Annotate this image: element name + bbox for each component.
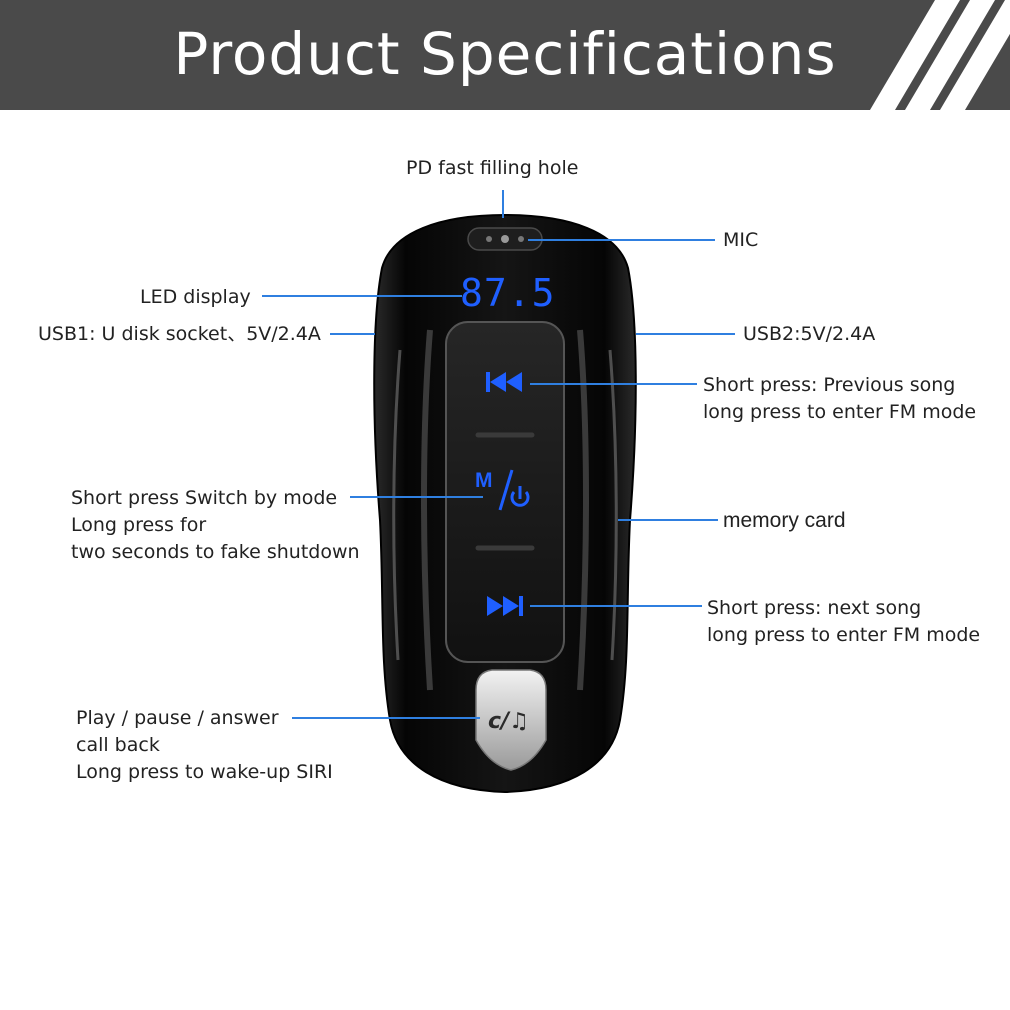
next-track-icon[interactable]: [487, 596, 523, 616]
previous-track-icon[interactable]: [486, 372, 522, 392]
header-banner: Product Specifications: [0, 0, 1010, 110]
pd-fast-filling-label: PD fast filling hole: [406, 157, 579, 179]
svg-text:M: M: [475, 469, 493, 492]
mode-switch-label: Short press Switch by mode Long press fo…: [71, 487, 360, 563]
header-stripes-decoration: [870, 0, 1010, 110]
led-display: 87.5: [460, 271, 556, 315]
memory-card-label: memory card: [723, 509, 846, 532]
led-display-label: LED display: [140, 286, 251, 308]
svg-text:c/♫: c/♫: [488, 709, 529, 734]
usb1-label: USB1: U disk socket、5V/2.4A: [38, 323, 321, 345]
page-title: Product Specifications: [173, 20, 837, 88]
play-pause-label: Play / pause / answer call back Long pre…: [76, 707, 333, 783]
mode-power-icon[interactable]: M: [475, 469, 530, 511]
previous-song-label: Short press: Previous song long press to…: [703, 374, 977, 423]
mic-label: MIC: [723, 229, 759, 251]
usb2-label: USB2:5V/2.4A: [743, 323, 876, 345]
next-song-label: Short press: next song long press to ent…: [707, 597, 981, 646]
phone-music-icon[interactable]: c/♫: [475, 669, 547, 771]
